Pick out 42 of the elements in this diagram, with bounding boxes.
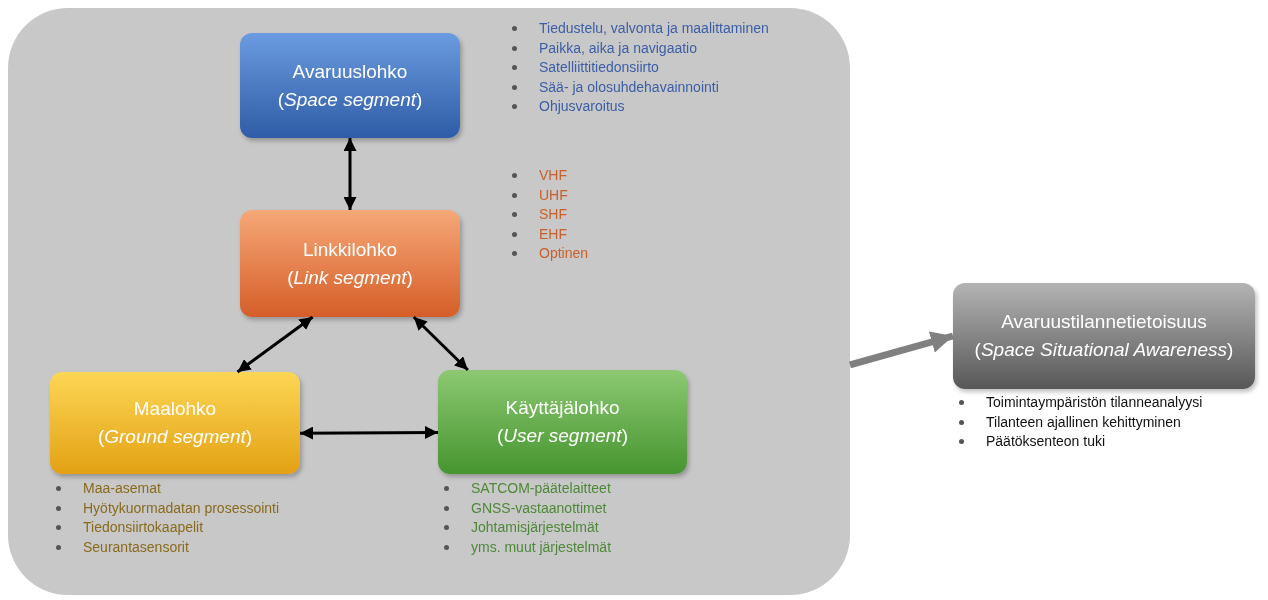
segment-box bbox=[50, 372, 300, 474]
segment-box bbox=[240, 210, 460, 317]
bullet-text: Hyötykuormadatan prosessointi bbox=[83, 498, 280, 518]
arrow bbox=[300, 426, 438, 440]
segment-box bbox=[953, 283, 1255, 389]
bullet-text: GNSS-vastaanottimet bbox=[471, 498, 607, 518]
bullet-text: yms. muut järjestelmät bbox=[471, 537, 612, 557]
bullet-text: Toimintaympäristön tilanneanalyysi bbox=[986, 393, 1203, 412]
segment-subtitle: (Space Situational Awareness) bbox=[974, 338, 1234, 362]
segment-subtitle: (Space segment) bbox=[277, 87, 423, 112]
segment-box bbox=[240, 33, 460, 138]
segment-title: Avaruuslohko bbox=[292, 59, 408, 84]
bullet-text: Satelliittitiedonsiirto bbox=[539, 58, 659, 77]
bullet-text: SHF bbox=[539, 205, 567, 224]
bullet-text: SATCOM-päätelaitteet bbox=[471, 479, 611, 498]
bullet-text: Optinen bbox=[539, 244, 589, 263]
segment-box bbox=[438, 370, 687, 474]
segment-title: Käyttäjälohko bbox=[505, 396, 620, 421]
bullet-text: Ohjusvaroitus bbox=[539, 97, 625, 116]
bullet-text: Seurantasensorit bbox=[83, 537, 189, 557]
bullet-text: Paikka, aika ja navigaatio bbox=[539, 38, 697, 58]
arrow bbox=[236, 315, 314, 374]
bullet-text: EHF bbox=[539, 224, 567, 244]
segment-subtitle: (Ground segment) bbox=[97, 425, 253, 449]
segment-title: Linkkilohko bbox=[303, 237, 397, 262]
arrow bbox=[343, 138, 357, 210]
bullet-text: Tiedustelu, valvonta ja maalittaminen bbox=[539, 19, 769, 38]
bullet-text: Tiedonsiirtokaapelit bbox=[83, 518, 204, 537]
bullet-text: UHF bbox=[539, 185, 568, 205]
segment-subtitle: (User segment) bbox=[497, 424, 628, 448]
arrow bbox=[412, 315, 469, 372]
bullet-text: Sää- ja olosuhdehavainnointi bbox=[539, 77, 719, 97]
segment-subtitle: (Link segment) bbox=[287, 265, 413, 290]
segment-title: Avaruustilannetietoisuus bbox=[1001, 310, 1207, 335]
bullet-text: Päätöksenteon tuki bbox=[986, 432, 1106, 451]
bullet-text: Johtamisjärjestelmät bbox=[471, 518, 599, 537]
background-panel bbox=[8, 8, 850, 595]
arrow bbox=[849, 331, 954, 369]
segment-title: Maalohko bbox=[133, 397, 217, 422]
bullet-text: VHF bbox=[539, 166, 567, 185]
bullet-text: Tilanteen ajallinen kehittyminen bbox=[986, 412, 1181, 432]
bullet-text: Maa-asemat bbox=[83, 479, 161, 498]
